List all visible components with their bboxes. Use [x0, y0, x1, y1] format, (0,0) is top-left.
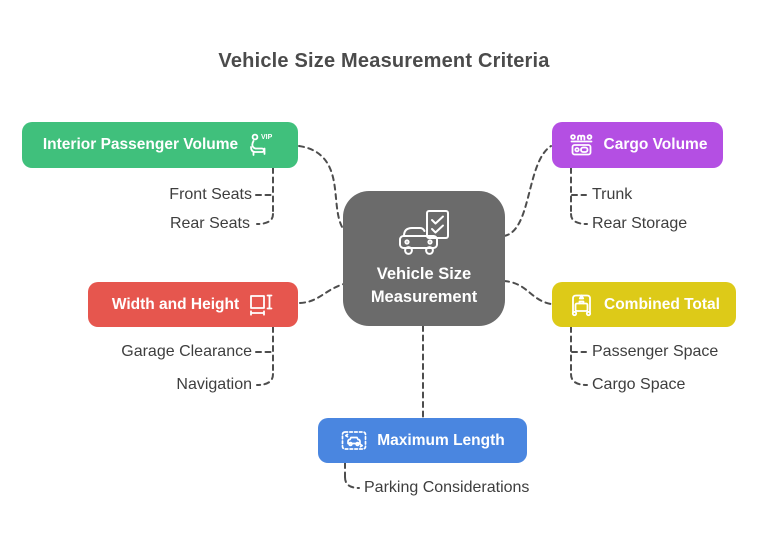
- luggage-cart-icon: [568, 291, 595, 318]
- branch-maximum-length: Maximum Length: [318, 418, 527, 463]
- center-node-vehicle-size-measurement: Vehicle Size Measurement: [343, 191, 505, 326]
- svg-text:VIP: VIP: [261, 134, 273, 141]
- diagram-title: Vehicle Size Measurement Criteria: [218, 50, 550, 72]
- edge-rear-seats: [256, 213, 274, 225]
- center-node-label: Vehicle Size Measurement: [370, 265, 478, 306]
- child-label-navigation: Navigation: [176, 376, 252, 393]
- car-checklist-icon: [396, 209, 452, 259]
- edge-center-cargo: [503, 145, 552, 237]
- child-label-rear-seats: Rear Seats: [169, 215, 250, 232]
- child-label-trunk: Trunk: [592, 186, 633, 203]
- branch-label: Cargo Volume: [603, 136, 708, 153]
- edge-center-ct: [503, 280, 552, 305]
- child-label-rear-storage: Rear Storage: [592, 215, 688, 232]
- branch-label: Width and Height: [111, 295, 240, 313]
- car-length-icon: [340, 427, 368, 454]
- branch-combined-total: Combined Total: [552, 282, 736, 327]
- edge-navigation: [256, 373, 274, 386]
- child-label-front-seats: Front Seats: [169, 186, 252, 203]
- child-label-passenger-space: Passenger Space: [592, 343, 719, 360]
- edge-rear-storage: [570, 213, 588, 225]
- child-label-cargo-space: Cargo Space: [592, 376, 686, 393]
- branch-label: Interior Passenger Volume: [42, 136, 239, 153]
- branch-label: Maximum Length: [377, 431, 505, 449]
- child-label-garage-clearance: Garage Clearance: [121, 343, 252, 360]
- branch-cargo-volume: Cargo Volume: [552, 122, 723, 168]
- child-label-parking-considerations: Parking Considerations: [364, 479, 530, 496]
- roof-cargo-icon: [568, 132, 595, 159]
- branch-width-and-height: Width and Height: [88, 282, 298, 327]
- edge-parking: [344, 476, 360, 489]
- edge-cargo-space: [570, 373, 588, 386]
- vip-seat-icon: VIP: [247, 131, 277, 159]
- branch-interior-passenger-volume: Interior Passenger Volume VIP: [22, 122, 298, 168]
- branch-label: Combined Total: [604, 295, 720, 313]
- width-height-icon: [248, 292, 274, 318]
